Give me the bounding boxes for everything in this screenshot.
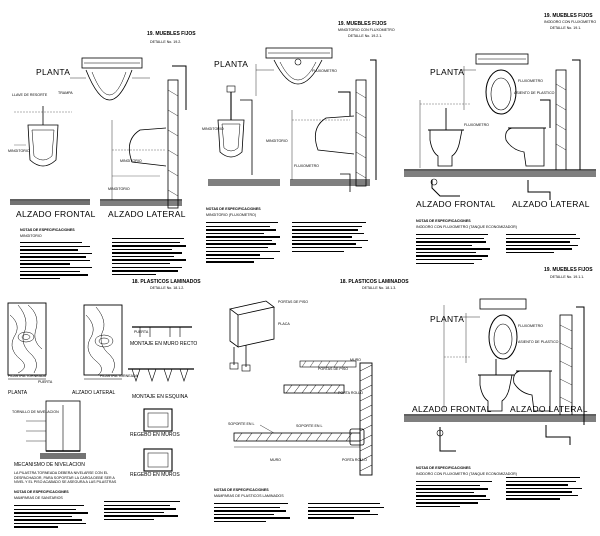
- callout-label: MINGITORIO: [120, 159, 142, 163]
- mount-label: REGEBO EN MUROS: [130, 432, 180, 438]
- urinal-19-2-1-drawing: [208, 47, 377, 192]
- plan-label: PLANTA: [36, 67, 71, 77]
- panel-urinal-19-2: 19. MUEBLES FIJOS DETALLE No. 19.2. PLAN…: [0, 0, 200, 300]
- front-elevation-label: ALZADO FRONTAL: [412, 404, 492, 414]
- notes-title: NOTAS DE ESPECIFICACIONES: [416, 466, 471, 470]
- notes-column: [308, 503, 388, 521]
- notes-column: [416, 234, 492, 266]
- callout-label: PORTA ROLLO: [338, 391, 364, 395]
- plastic-laminate-2-drawing: [229, 300, 373, 476]
- notes-column: [112, 238, 188, 277]
- panel-header: 19. MUEBLES FIJOS: [544, 267, 593, 273]
- panel-urinal-19-2-1: 19. MUEBLES FIJOS MINGITORIO CON FLUXOME…: [200, 0, 400, 300]
- notes-column: [14, 505, 88, 530]
- panel-subheader: INODORO CON FLUXOMETRO: [544, 20, 597, 24]
- callout-label: TRAMPA: [58, 91, 73, 95]
- notes-column: [292, 222, 372, 254]
- mount-label: MONTAJE EN ESQUINA: [132, 394, 188, 400]
- panel-header: 19. MUEBLES FIJOS: [544, 13, 593, 19]
- plan-label: PLANTA: [430, 314, 465, 324]
- callout-label: ASIENTO DE PLASTICO: [518, 340, 559, 344]
- mount-label: REGEBO EN MUROS: [130, 472, 180, 478]
- panel-header: 19. MUEBLES FIJOS: [147, 31, 196, 37]
- panel-plastic-laminate-18-1-3: 18. PLASTICOS LAMINADOS DETALLE No. 18.1…: [200, 275, 409, 536]
- notes-column: [506, 234, 582, 255]
- callout-label: LLAVE DE RESORTE: [12, 93, 48, 97]
- panel-toilet-19-1: 19. MUEBLES FIJOS INODORO CON FLUXOMETRO…: [400, 0, 600, 300]
- side-elevation-label: ALZADO LATERAL: [512, 199, 590, 209]
- front-elevation-label: ALZADO FRONTAL: [416, 199, 496, 209]
- panel-toilet-19-1-1: 19. MUEBLES FIJOS DETALLE No. 19.1.1. PL…: [400, 265, 600, 536]
- callout-label: MINGITORIO: [8, 149, 30, 153]
- toilet-19-1-drawing: [404, 53, 596, 200]
- detail-number: DETALLE No. 18.1.3.: [362, 286, 397, 290]
- callout-label: MINGITORIO: [266, 139, 288, 143]
- detail-number: DETALLE No. 19.1.1.: [550, 275, 585, 279]
- callout-label: PLACA: [278, 322, 290, 326]
- notes-subtitle: MAMPARAS DE PLASTICOS LAMINADOS: [214, 494, 284, 498]
- notes-title: NOTAS DE ESPECIFICACIONES: [416, 219, 471, 223]
- callout-label: FLUXOMETRO: [518, 324, 543, 328]
- callout-label: PORTAS DE PISO: [278, 300, 309, 304]
- notes-column: [214, 503, 294, 524]
- notes-column: [416, 481, 496, 510]
- side-elevation-label: ALZADO LATERAL: [108, 209, 186, 219]
- callout-label: MURO: [350, 358, 361, 362]
- notes-subtitle: MINGITORIO (FLUXOMETRO): [206, 213, 257, 217]
- toilet-19-1-1-drawing: [404, 298, 596, 452]
- notes-subtitle: MINGITORIO: [20, 234, 42, 238]
- callout-label: FLUXOMETRO: [464, 123, 489, 127]
- callout-label: TORNILLO DE NIVELACION: [12, 410, 59, 414]
- detail-number: DETALLE No. 18.1.2.: [150, 286, 185, 290]
- callout-label: FLUXOMETRO: [294, 164, 319, 168]
- leveling-title: MECANISMO DE NIVELACION: [14, 462, 85, 468]
- callout-label: ASIENTO DE PLASTICO: [514, 91, 555, 95]
- side-elevation-label: ALZADO LATERAL: [510, 404, 588, 414]
- notes-title: NOTAS DE ESPECIFICACIONES: [206, 207, 261, 211]
- callout-label: PILASTRA TORNEADA: [8, 374, 47, 378]
- callout-label: PUERTA: [134, 330, 149, 334]
- detail-number: DETALLE No. 19.2.: [150, 40, 182, 44]
- leveling-note: LA PILASTRA TORNEADA DEBERA NIVELARSE CO…: [14, 471, 117, 485]
- notes-column: [20, 242, 94, 281]
- notes-title: NOTAS DE ESPECIFICACIONES: [14, 490, 69, 494]
- callout-label: FLUXOMETRO: [518, 79, 543, 83]
- wood-label: ALZADO LATERAL: [72, 390, 116, 396]
- detail-number: DETALLE No. 19.2.1.: [348, 34, 383, 38]
- callout-label: PUERTA: [38, 380, 53, 384]
- detail-number: DETALLE No. 19.1.: [550, 26, 582, 30]
- urinal-19-2-drawing: [10, 57, 187, 209]
- wood-label: PLANTA: [8, 390, 28, 396]
- front-elevation-label: ALZADO FRONTAL: [16, 209, 96, 219]
- panel-plastic-laminate-18-1-2: 18. PLASTICOS LAMINADOS DETALLE No. 18.1…: [0, 275, 201, 536]
- plastic-laminate-drawing: [7, 302, 194, 472]
- panel-header: 19. MUEBLES FIJOS: [338, 21, 387, 27]
- notes-column: [506, 477, 586, 502]
- notes-title: NOTAS DE ESPECIFICACIONES: [214, 488, 269, 492]
- callout-label: MINGITORIO: [108, 187, 130, 191]
- callout-label: PORTA ROLLO: [342, 458, 368, 462]
- callout-label: SOPORTE EN L: [296, 424, 323, 428]
- notes-title: NOTAS DE ESPECIFICACIONES: [20, 228, 75, 232]
- panel-header: 18. PLASTICOS LAMINADOS: [340, 279, 409, 285]
- callout-label: SOPORTE EN L: [228, 422, 255, 426]
- notes-subtitle: INODORO CON FLUXOMETRO (TANQUE ECONOMIZA…: [416, 472, 517, 476]
- notes-column: [104, 501, 184, 522]
- mount-label: MONTAJE EN MURO RECTO: [130, 341, 198, 347]
- notes-subtitle: INODORO CON FLUXOMETRO (TANQUE ECONOMIZA…: [416, 225, 517, 229]
- callout-label: FLUXOMETRO: [312, 69, 337, 73]
- panel-subheader: MINGITORIO CON FLUXOMETRO: [338, 28, 395, 32]
- notes-column: [206, 222, 284, 265]
- callout-label: PORTAS DE PISO: [318, 367, 349, 371]
- plan-label: PLANTA: [430, 67, 465, 77]
- callout-label: MINGITORIO: [202, 127, 224, 131]
- panel-header: 18. PLASTICOS LAMINADOS: [132, 279, 201, 285]
- plan-label: PLANTA: [214, 59, 249, 69]
- callout-label: PILASTRA TORNEADA: [100, 374, 139, 378]
- notes-subtitle: MAMPARAS DE SANITARIOS: [14, 496, 63, 500]
- callout-label: MURO: [270, 458, 281, 462]
